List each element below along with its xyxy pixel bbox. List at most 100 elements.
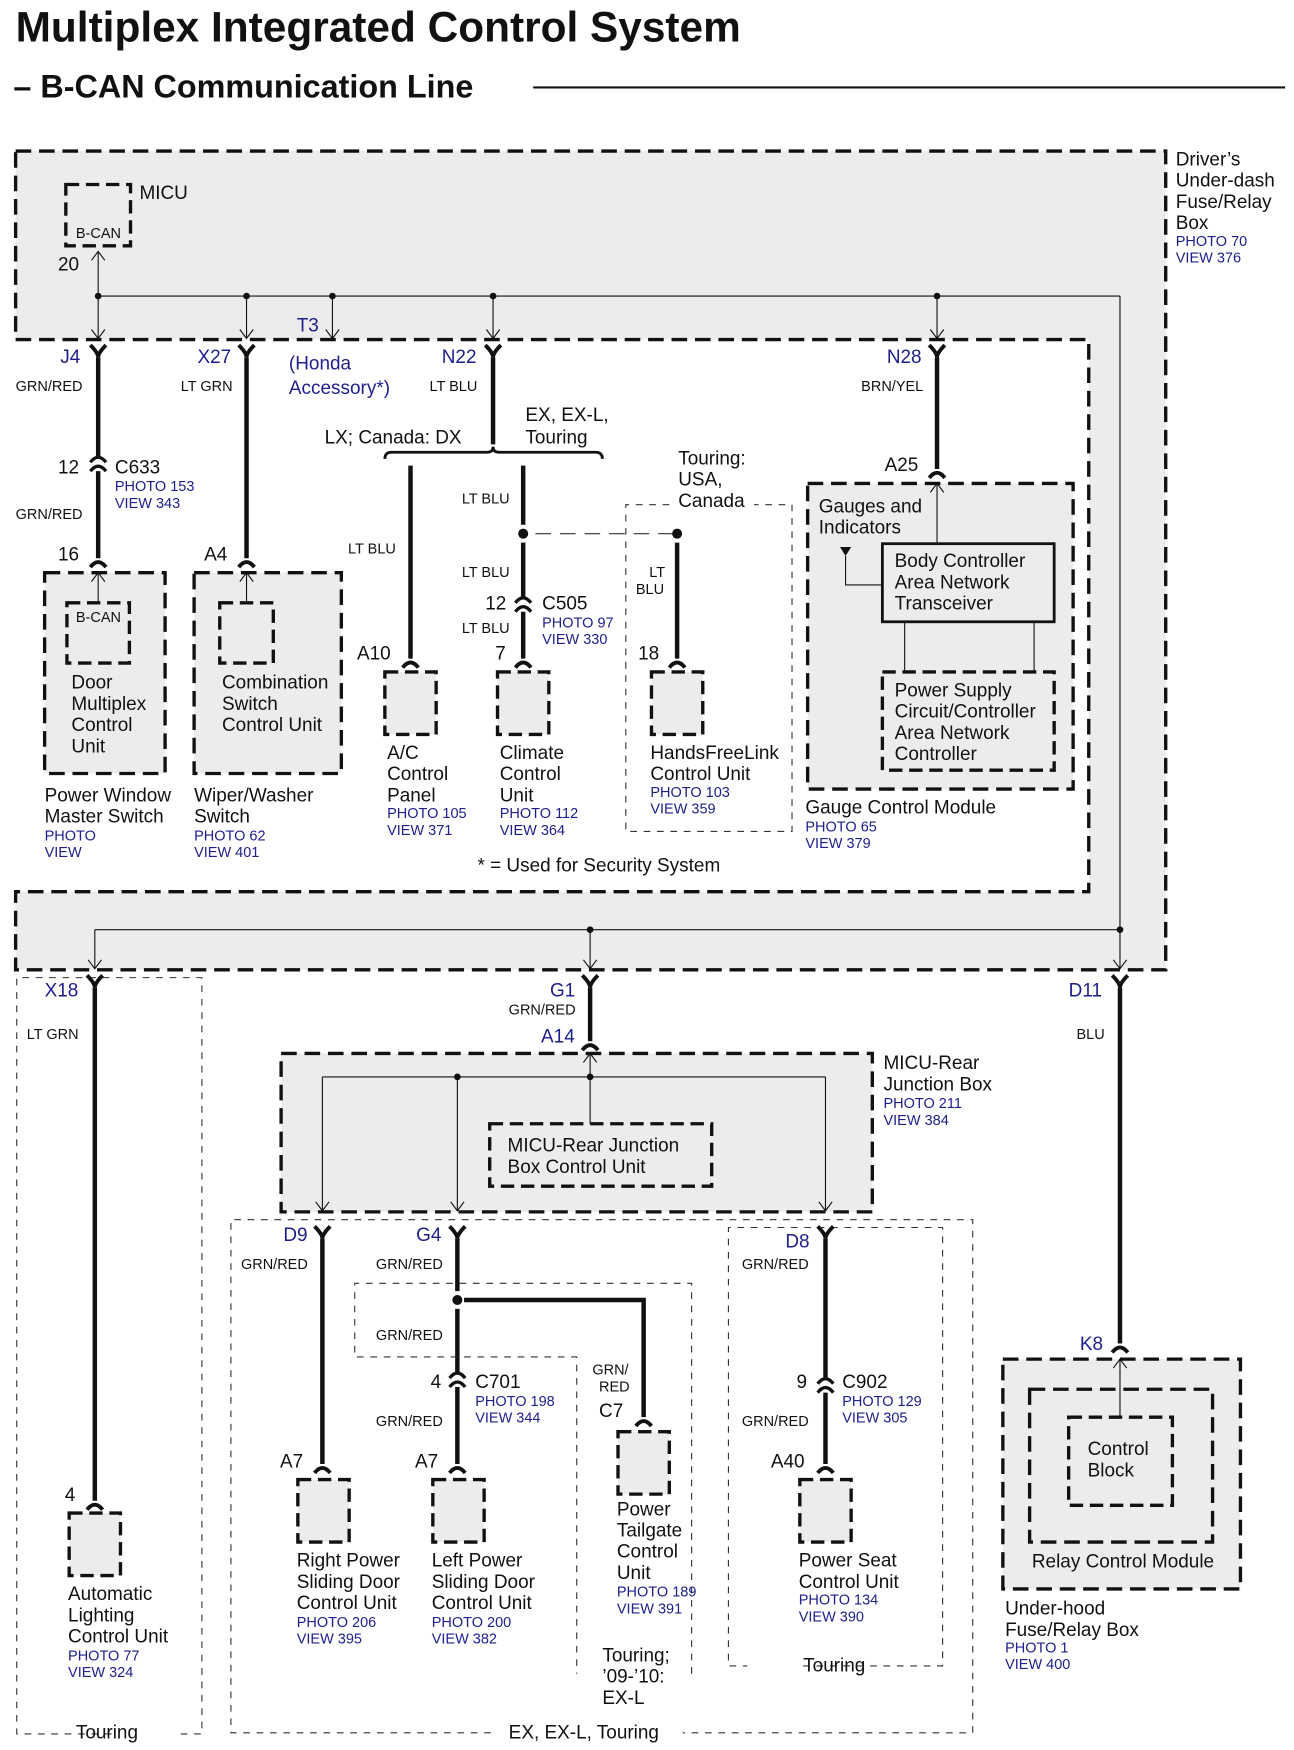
- climate-pin: 7: [495, 644, 506, 665]
- tailgate-option-3: EX-L: [602, 1688, 644, 1709]
- power-seat-control-unit[interactable]: Power Seat Control Unit PHOTO 134 VIEW 3…: [798, 1477, 900, 1677]
- automatic-lighting-control-unit[interactable]: Automatic Lighting Control Unit PHOTO 77…: [67, 1511, 169, 1743]
- combo-name-2: Switch: [222, 694, 278, 715]
- combo-caption-2: Switch: [194, 807, 250, 828]
- c902-view-link[interactable]: VIEW 305: [842, 1411, 907, 1427]
- c505-view-link[interactable]: VIEW 330: [542, 632, 607, 648]
- door-mux-caption-2: Master Switch: [45, 807, 164, 828]
- tailgate-view-link[interactable]: VIEW 391: [617, 1601, 682, 1617]
- ac-view-link[interactable]: VIEW 371: [387, 823, 452, 839]
- gauge-control-module[interactable]: Gauges and Indicators Body Controller Ar…: [805, 481, 1075, 852]
- gauge-photo-link[interactable]: PHOTO 65: [805, 819, 876, 835]
- tailgate-photo-link[interactable]: PHOTO 189: [617, 1585, 697, 1601]
- power-seat-option: Touring: [803, 1655, 865, 1676]
- ac-name-2: Control: [387, 764, 448, 785]
- left-power-sliding-door-control-unit[interactable]: Left Power Sliding Door Control Unit PHO…: [431, 1477, 535, 1648]
- hfl-view-link[interactable]: VIEW 359: [650, 802, 715, 818]
- combination-switch-control-unit[interactable]: Combination Switch Control Unit Wiper/Wa…: [192, 571, 344, 861]
- driver-box-photo-link[interactable]: PHOTO 70: [1176, 234, 1247, 250]
- wire-c633-below: GRN/RED: [16, 507, 83, 523]
- door-mux-photo-link[interactable]: PHOTO: [45, 828, 96, 844]
- wire-n22: LT BLU: [429, 379, 477, 395]
- hfl-wire-2: BLU: [636, 582, 664, 598]
- n22-right-option-2: Touring: [525, 427, 587, 448]
- climate-view-link[interactable]: VIEW 364: [500, 823, 565, 839]
- micu-pin: 20: [58, 254, 79, 275]
- gauge-name: Gauge Control Module: [805, 798, 996, 819]
- c902-photo-link[interactable]: PHOTO 129: [842, 1394, 922, 1410]
- micu-label: MICU: [139, 183, 187, 204]
- branch-n22: N22 LT BLU LX; Canada: DX EX, EX-L, Tour…: [325, 343, 609, 459]
- power-seat-name-2: Control Unit: [799, 1572, 900, 1593]
- wire-g1: GRN/RED: [509, 1002, 576, 1018]
- relay-pin-k8: K8: [1080, 1334, 1103, 1355]
- c701-name: C701: [475, 1372, 520, 1393]
- power-seat-photo-link[interactable]: PHOTO 134: [799, 1593, 879, 1609]
- x18-option-frame: [16, 977, 203, 1735]
- climate-photo-link[interactable]: PHOTO 112: [500, 806, 578, 822]
- climate-name-2: Control: [500, 764, 561, 785]
- wire-d8-bottom: GRN/RED: [742, 1414, 809, 1430]
- left-slide-view-link[interactable]: VIEW 382: [432, 1632, 497, 1648]
- left-slide-name-3: Control Unit: [432, 1593, 533, 1614]
- door-multiplex-control-unit[interactable]: B-CAN Door Multiplex Control Unit Power …: [42, 571, 172, 861]
- rear-jb-photo-link[interactable]: PHOTO 211: [883, 1096, 961, 1112]
- branch-d11: D11 BLU K8: [1069, 973, 1130, 1355]
- hfl-option-1: Touring:: [678, 448, 745, 469]
- c701-photo-link[interactable]: PHOTO 198: [475, 1394, 555, 1410]
- micu-rear-junction-box[interactable]: MICU-Rear Junction Box Control Unit MICU…: [279, 1051, 993, 1214]
- control-block-2: Block: [1088, 1460, 1135, 1481]
- branch-g1: G1 GRN/RED A14: [509, 973, 600, 1053]
- underhood-fuse-relay-box[interactable]: Control Block Relay Control Module Under…: [1001, 1357, 1243, 1673]
- climate-control-unit[interactable]: LT BLU LT BLU 12 C505 PHOTO 97 VIEW 330 …: [462, 465, 674, 839]
- c701-view-link[interactable]: VIEW 344: [475, 1411, 540, 1427]
- n22-left-option: LX; Canada: DX: [325, 427, 462, 448]
- c633-view-link[interactable]: VIEW 343: [115, 496, 180, 512]
- right-slide-photo-link[interactable]: PHOTO 206: [297, 1615, 377, 1631]
- auto-light-photo-link[interactable]: PHOTO 77: [68, 1648, 139, 1664]
- wire-d8: GRN/RED: [742, 1257, 809, 1273]
- combo-view-link[interactable]: VIEW 401: [194, 845, 259, 861]
- pin-g4: G4: [416, 1225, 441, 1246]
- combo-name-3: Control Unit: [222, 715, 323, 736]
- underhood-view-link[interactable]: VIEW 400: [1005, 1657, 1070, 1673]
- branch-x18: X18 LT GRN 4: [16, 973, 203, 1735]
- option-brace: [383, 446, 604, 459]
- driver-box-view-link[interactable]: VIEW 376: [1176, 251, 1241, 267]
- right-slide-name-1: Right Power: [297, 1551, 400, 1572]
- door-mux-bcan: B-CAN: [76, 610, 121, 626]
- auto-light-view-link[interactable]: VIEW 324: [68, 1665, 133, 1681]
- left-slide-pin: A7: [415, 1451, 438, 1472]
- power-tailgate-control-unit[interactable]: Power Tailgate Control Unit PHOTO 189 VI…: [602, 1429, 697, 1709]
- combo-photo-link[interactable]: PHOTO 62: [194, 828, 265, 844]
- transceiver-3: Transceiver: [895, 594, 993, 615]
- door-mux-pin: 16: [58, 544, 79, 565]
- hfl-photo-link[interactable]: PHOTO 103: [650, 785, 730, 801]
- control-block-1: Control: [1088, 1439, 1149, 1460]
- c701-pin: 4: [431, 1372, 442, 1393]
- ac-photo-link[interactable]: PHOTO 105: [387, 806, 467, 822]
- right-slide-view-link[interactable]: VIEW 395: [297, 1632, 362, 1648]
- pin-t3: T3: [297, 316, 319, 337]
- right-power-sliding-door-control-unit[interactable]: Right Power Sliding Door Control Unit PH…: [296, 1477, 400, 1648]
- c505-photo-link[interactable]: PHOTO 97: [542, 615, 613, 631]
- door-mux-name-4: Unit: [71, 736, 105, 757]
- power-seat-view-link[interactable]: VIEW 390: [799, 1609, 864, 1625]
- pin-x18: X18: [45, 981, 79, 1002]
- driver-box-name-4: Box: [1176, 213, 1209, 234]
- pin-x27: X27: [197, 347, 231, 368]
- handsfreelink-control-unit[interactable]: Touring: USA, Canada LT BLU 18 HandsFree…: [625, 448, 793, 833]
- right-slide-pin: A7: [280, 1451, 303, 1472]
- left-slide-photo-link[interactable]: PHOTO 200: [432, 1615, 512, 1631]
- header: Multiplex Integrated Control System – B-…: [13, 4, 1286, 104]
- rear-jb-view-link[interactable]: VIEW 384: [883, 1113, 948, 1129]
- relay-module-name: Relay Control Module: [1032, 1552, 1214, 1573]
- gauge-view-link[interactable]: VIEW 379: [805, 836, 870, 852]
- door-mux-view-link[interactable]: VIEW: [45, 845, 82, 861]
- c633-photo-link[interactable]: PHOTO 153: [115, 479, 195, 495]
- branch-j4: J4 GRN/RED 12 C633 PHOTO 153 VIEW 343 GR…: [16, 343, 195, 570]
- underhood-photo-link[interactable]: PHOTO 1: [1005, 1641, 1068, 1657]
- ac-control-panel[interactable]: LT BLU A10 A/C Control Panel PHOTO 105 V…: [348, 465, 467, 839]
- c505-pin: 12: [485, 594, 506, 615]
- rear-jb-inner-2: Box Control Unit: [508, 1157, 647, 1178]
